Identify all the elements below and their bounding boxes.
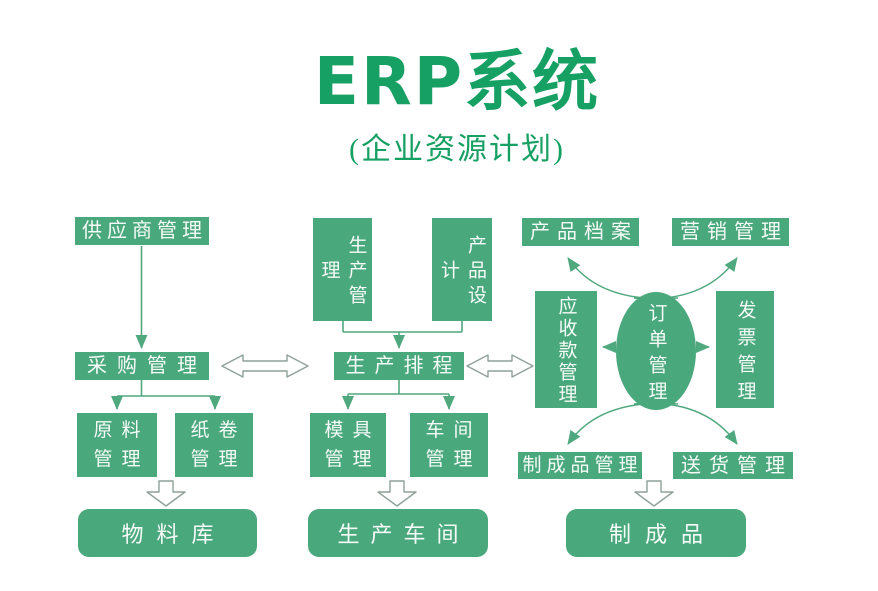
node-supplier-management: 供应商管理 — [75, 217, 209, 245]
edge-schedule-split — [342, 380, 455, 410]
edge-purchasing-split — [111, 380, 221, 410]
node-marketing-management: 营销管理 — [672, 218, 789, 246]
node-production-management: 生产管理 — [313, 218, 372, 321]
node-mold-management: 模具管理 — [310, 413, 386, 477]
node-order-management: 订单管理 — [616, 292, 696, 410]
edge-merge-production-schedule — [342, 321, 463, 349]
node-product-archive: 产品档案 — [522, 218, 639, 246]
node-workshop-management: 车间管理 — [410, 413, 488, 477]
node-delivery-management: 送货管理 — [673, 452, 793, 479]
node-purchasing-management: 采购管理 — [75, 352, 209, 380]
node-production-scheduling: 生产排程 — [334, 352, 464, 380]
edge-schedule-receivables-double-arrow — [466, 354, 534, 378]
node-production-workshop: 生产车间 — [308, 509, 488, 557]
edge-purchasing-schedule-double-arrow — [221, 354, 309, 378]
block-arrow-finished-goods — [634, 480, 674, 507]
node-invoice-management: 发票管理 — [716, 291, 774, 408]
block-arrow-production-workshop — [377, 480, 417, 507]
node-finished-goods: 制成品 — [566, 509, 746, 557]
node-paper-roll-management: 纸卷管理 — [175, 413, 253, 477]
node-material-warehouse: 物料库 — [78, 509, 257, 557]
page-title: ERP系统 — [313, 43, 601, 120]
block-arrow-material-warehouse — [146, 480, 186, 507]
page-subtitle: (企业资源计划) — [349, 133, 565, 166]
node-product-design: 产品设计 — [432, 218, 492, 321]
node-raw-material-management: 原料管理 — [77, 413, 157, 477]
node-finished-goods-management: 制成品管理 — [518, 452, 642, 479]
node-accounts-receivable-management: 应收款管理 — [535, 291, 597, 408]
